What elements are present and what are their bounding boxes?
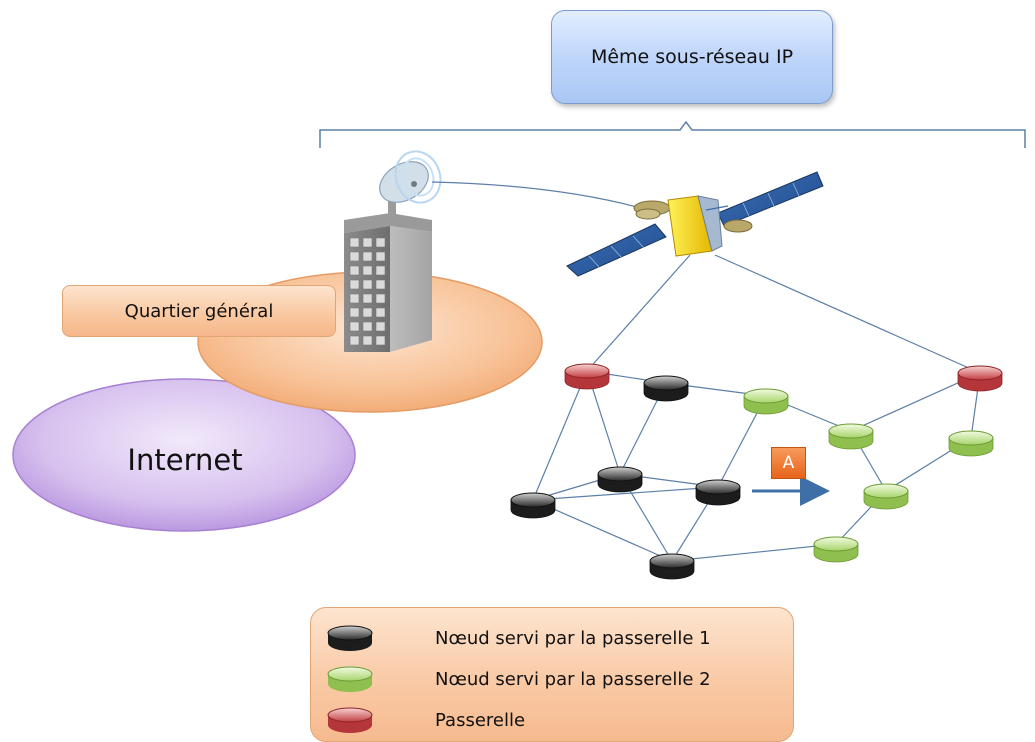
network-link — [532, 370, 588, 501]
legend-item-gateway-1-node: Nœud servi par la passerelle 1 — [311, 622, 795, 656]
legend-item-gateway: Passerelle — [311, 704, 795, 738]
network-link — [532, 486, 719, 501]
green-node — [863, 483, 909, 510]
black-node — [643, 375, 689, 402]
black-node — [649, 553, 695, 580]
black-node — [695, 479, 741, 506]
network-link — [532, 499, 673, 562]
subnet-bracket — [319, 120, 1026, 148]
red-node — [564, 363, 610, 390]
black-node-icon — [327, 625, 373, 651]
satellite-dish-icon — [379, 150, 442, 220]
green-node — [948, 430, 994, 457]
black-node — [597, 466, 643, 493]
legend-label: Passerelle — [435, 710, 526, 731]
green-node — [828, 423, 874, 450]
legend-item-gateway-2-node: Nœud servi par la passerelle 2 — [311, 663, 795, 697]
network-nodes — [510, 363, 1003, 580]
building-icon — [344, 213, 432, 352]
subnet-label-box: Même sous-réseau IP — [551, 10, 833, 104]
hq-label-box: Quartier général — [62, 285, 336, 337]
subnet-label: Même sous-réseau IP — [590, 46, 794, 68]
green-node-icon — [327, 666, 373, 692]
internet-ellipse — [12, 378, 356, 532]
green-node — [813, 536, 859, 563]
legend-label: Nœud servi par la passerelle 1 — [435, 628, 711, 649]
internet-label: Internet — [127, 443, 243, 477]
hq-label: Quartier général — [124, 300, 274, 322]
legend: Nœud servi par la passerelle 1 Nœud serv… — [310, 607, 794, 742]
red-node — [957, 365, 1003, 392]
satellite-icon — [566, 171, 824, 277]
red-node-icon — [327, 707, 373, 733]
legend-label: Nœud servi par la passerelle 2 — [435, 669, 711, 690]
dish-satellite-link — [431, 181, 649, 211]
arrow-badge: A — [771, 447, 806, 479]
green-node — [743, 388, 789, 415]
black-node — [510, 492, 556, 519]
network-link — [714, 254, 981, 374]
network-link — [586, 254, 691, 372]
network-link — [671, 543, 837, 562]
